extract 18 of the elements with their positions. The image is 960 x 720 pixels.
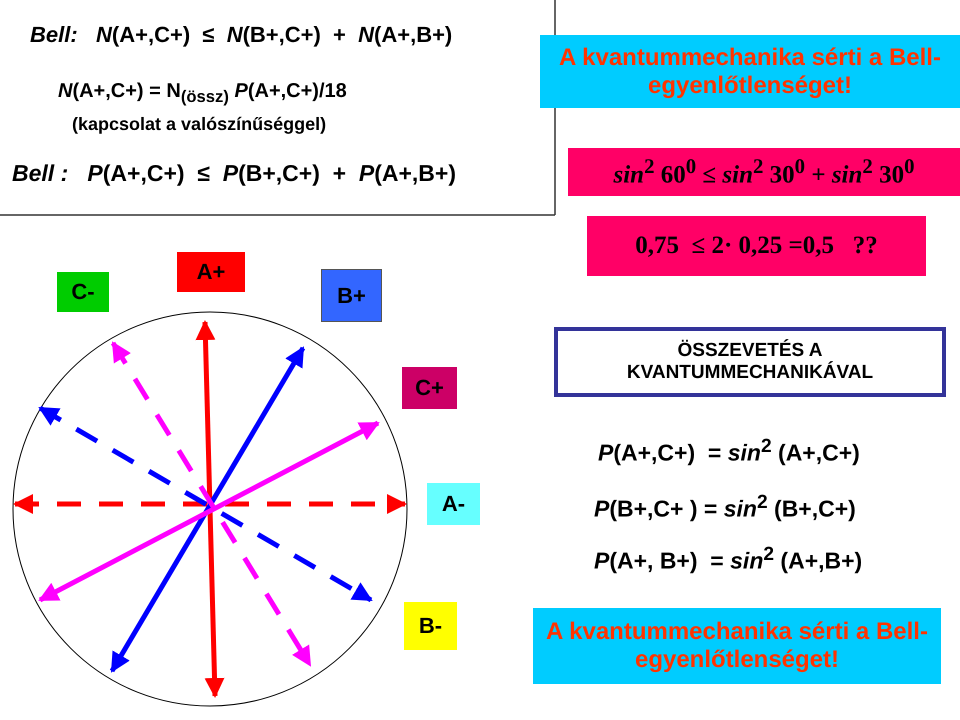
formula: P(A+,C+) = sin$^{2}$ (A+,C+)	[598, 436, 860, 467]
direction-tag: B+	[321, 269, 382, 322]
bell-inequality: Bell: N(A+,C+) ≤ N(B+,C+) + N(A+,B+)	[30, 22, 452, 48]
formula-panel: 0,75 ≤ 2· 0,25 =0,5 ??	[587, 216, 926, 276]
direction-tag: A+	[177, 252, 245, 292]
formula: P(B+,C+ ) = sin$^{2}$ (B+,C+)	[594, 492, 856, 523]
direction-tag: C+	[402, 367, 457, 409]
banner: A kvantummechanika sérti a Bell-egyenlőtlenséget!	[533, 608, 941, 684]
bell-inequality: Bell : P(A+,C+) ≤ P(B+,C+) + P(A+,B+)	[12, 160, 456, 187]
formula: P(A+, B+) = sin$^{2}$ (A+,B+)	[594, 544, 862, 575]
formula: N(A+,C+) = N$_{(össz)}$ P(A+,C+)/18	[58, 80, 347, 107]
formula-panel: sin$^{2}$ 60$^{0}$ ≤ sin$^{2}$ 30$^{0}$ + sin$^{2}$ 30$^{0}$	[568, 148, 960, 196]
heading-box: ÖSSZEVETÉS A KVANTUMMECHANIKÁVAL	[554, 327, 946, 397]
note: (kapcsolat a valószínűséggel)	[72, 114, 326, 135]
direction-tag: B-	[404, 602, 457, 650]
direction-tag: C-	[57, 272, 109, 312]
banner: A kvantummechanika sérti a Bell-egyenlőtlenséget!	[540, 35, 960, 108]
direction-tag: A-	[427, 483, 480, 525]
